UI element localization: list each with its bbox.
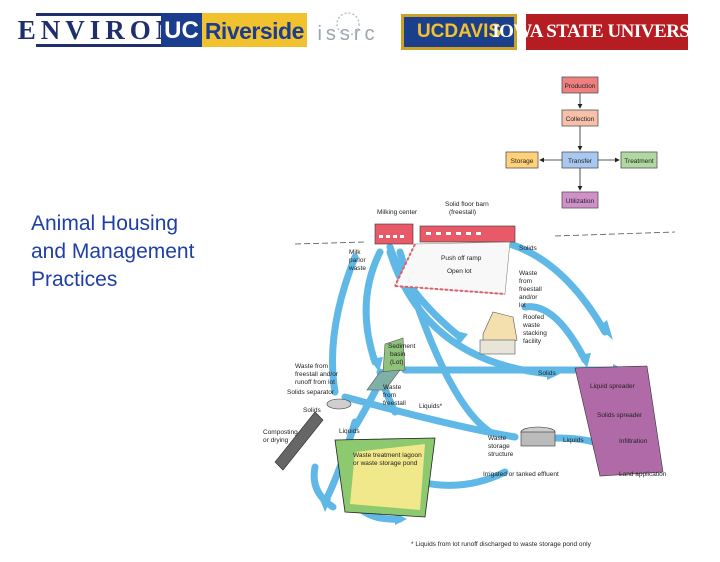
waste-fs-label-3: freestall xyxy=(383,400,406,407)
waste-fs-label-2: from xyxy=(383,392,396,399)
land-application-label: Land application xyxy=(619,471,667,478)
slide-title: Animal Housing and Management Practices xyxy=(31,210,261,294)
title-line-2: and Management xyxy=(31,240,195,263)
storage-label-3: structure xyxy=(488,451,514,458)
diagram-labels: Milking center Solid floor barn (freesta… xyxy=(263,201,667,548)
barn-label-2: (freestall) xyxy=(449,209,476,216)
solids-top-label: Solids xyxy=(519,245,537,252)
footnote: * Liquids from lot runoff discharged to … xyxy=(411,541,592,548)
solids-spreader-label: Solids spreader xyxy=(597,412,643,419)
roofed-label-1: Roofed xyxy=(523,314,544,321)
issrc-logo: issrc xyxy=(310,10,386,50)
waste-label-3: freestall xyxy=(519,286,542,293)
environ-logo-text: ENVIRON xyxy=(17,14,181,45)
liquid-spreader-label: Liquid spreader xyxy=(590,383,636,390)
waste-label-5: lot xyxy=(519,302,526,309)
barn-label-1: Solid floor barn xyxy=(445,201,489,208)
storage-label: Storage xyxy=(511,158,534,165)
sediment-label-3: (Lot) xyxy=(390,359,403,366)
waste-label-4: and/or xyxy=(519,294,538,301)
collection-label: Collection xyxy=(566,116,595,123)
milking-center-building xyxy=(374,223,414,245)
utilization-box xyxy=(561,191,599,209)
utilization-label: Utilization xyxy=(566,198,595,205)
production-label: Production xyxy=(564,83,595,90)
waste-management-diagram: Production Collection Storage Transfer T… xyxy=(263,76,676,548)
roofed-label-2: waste xyxy=(522,322,540,329)
milk-parlor-label-1: Milk xyxy=(349,249,361,256)
lagoon-label-2: or waste storage pond xyxy=(353,460,418,467)
storage-box xyxy=(505,151,539,169)
issrc-logo-graphic: issrc xyxy=(317,12,378,45)
runoff-label-1: Waste from xyxy=(295,363,328,370)
issrc-logo-text: issrc xyxy=(317,23,378,45)
push-off-ramp-label: Push off ramp xyxy=(441,255,482,262)
liquids-star-label: Liquids* xyxy=(419,403,443,410)
roofed-label-4: facility xyxy=(523,338,542,345)
iowa-state-logo-text: IOWA STATE UNIVERSITY xyxy=(492,21,720,42)
ucdavis-logo-text: UCDAVIS xyxy=(416,21,502,42)
sediment-basin xyxy=(382,337,406,373)
composting-pile xyxy=(274,411,324,471)
roofed-label-3: stacking xyxy=(523,330,547,337)
waste-label-1: Waste xyxy=(519,270,538,277)
liquids-right-label: Liquids xyxy=(563,437,584,444)
runoff-label-3: runoff from lot xyxy=(295,379,335,386)
composting-label-1: Composting xyxy=(263,429,298,436)
treatment-box xyxy=(620,151,658,169)
solids-right-label: Solids xyxy=(538,370,556,377)
solids-to-spreader-arrow xyxy=(506,240,609,336)
system-flowchart: Production Collection Storage Transfer T… xyxy=(505,76,658,209)
milk-parlor-label-2: parlor xyxy=(349,257,366,264)
composting-label-2: or drying xyxy=(263,437,289,444)
waste-label-2: from xyxy=(519,278,532,285)
environ-logo: ENVIRON xyxy=(18,13,175,47)
ucdavis-logo: UCDAVIS xyxy=(401,14,517,50)
milking-center-label: Milking center xyxy=(377,209,418,216)
lagoon-label-1: Waste treatment lagoon xyxy=(353,452,422,459)
infiltration-label: Infiltration xyxy=(619,438,648,445)
waste-fs-label-1: Waste xyxy=(383,384,402,391)
liquids-left-label: Liquids xyxy=(339,428,360,435)
sediment-label-2: basin xyxy=(390,351,406,358)
ucr-riverside-text: Riverside xyxy=(201,13,307,47)
open-lot-label: Open lot xyxy=(447,268,472,275)
iowa-state-logo: IOWA STATE UNIVERSITY xyxy=(492,14,720,50)
storage-label-1: Waste xyxy=(488,435,507,442)
land-application-field xyxy=(574,365,664,477)
ucr-uc-text: UC xyxy=(161,13,202,47)
storage-label-2: storage xyxy=(488,443,510,450)
waste-flow-arrows xyxy=(310,240,619,523)
irrigated-label: Irrigated or tanked effluent xyxy=(483,471,559,478)
runoff-label-2: freestall and/or xyxy=(295,371,339,378)
milk-parlor-label-3: waste xyxy=(348,265,366,272)
sediment-label-1: Sediment xyxy=(388,343,416,350)
title-line-3: Practices xyxy=(31,268,118,291)
solids-mid-label: Solids xyxy=(303,407,321,414)
transfer-label: Transfer xyxy=(568,158,593,165)
title-line-1: Animal Housing xyxy=(31,212,179,235)
solids-separator-label: Solids separator xyxy=(287,389,335,396)
treatment-label: Treatment xyxy=(624,158,654,165)
solids-separator-icon xyxy=(326,398,352,410)
